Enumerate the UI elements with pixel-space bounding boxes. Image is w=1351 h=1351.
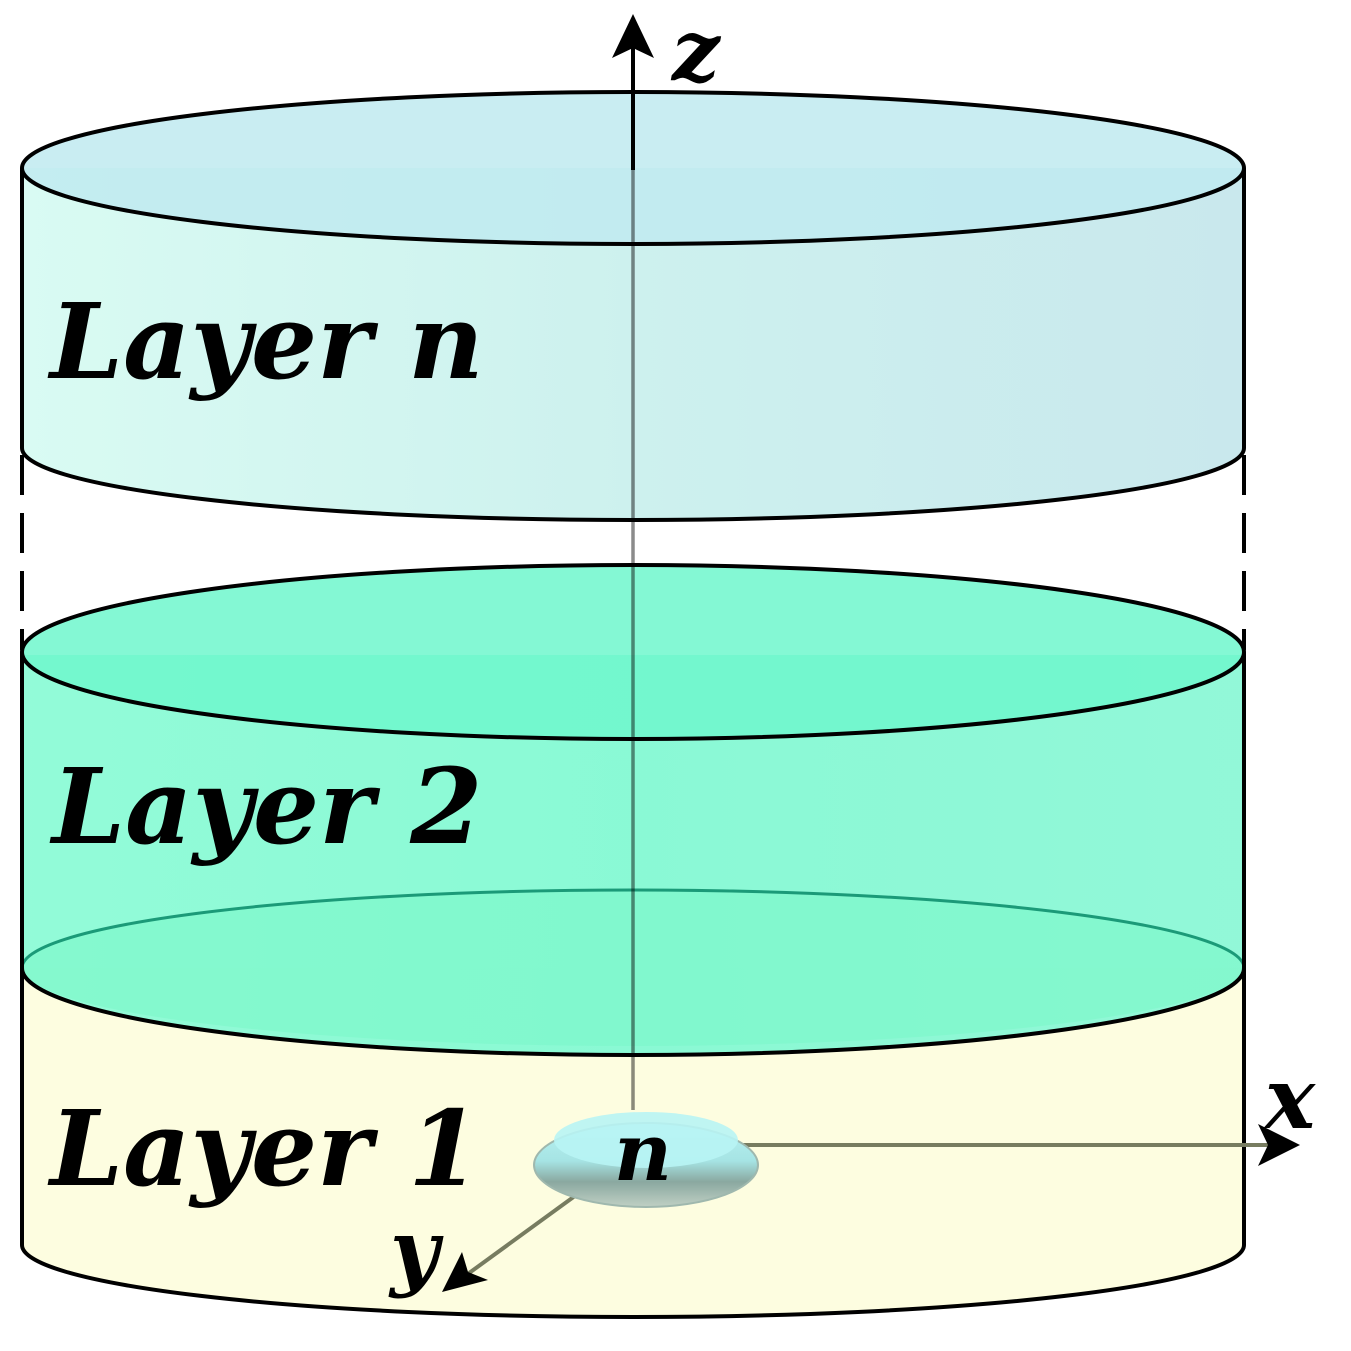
- z-arrowhead-icon: [612, 14, 654, 58]
- source-label: n: [614, 1105, 672, 1199]
- y-arrowhead-icon: [442, 1252, 488, 1292]
- x-axis: [700, 1124, 1300, 1166]
- layer-2-cylinder: [20, 563, 1246, 1057]
- z-axis-label: z: [670, 1, 722, 100]
- layer-n-label: Layer n: [47, 280, 484, 403]
- y-axis: [442, 1183, 592, 1292]
- x-axis-label: x: [1263, 1049, 1316, 1148]
- z-axis: [612, 14, 654, 1110]
- layer-gap-dashes: [20, 455, 1246, 650]
- layer-2-label: Layer 2: [49, 745, 482, 868]
- x-arrowhead-icon: [1258, 1124, 1300, 1166]
- layer-1-label: Layer 1: [47, 1087, 480, 1210]
- layer-n-cylinder: [20, 90, 1246, 522]
- source-disk: n: [533, 1105, 759, 1208]
- y-axis-label: y: [388, 1201, 444, 1300]
